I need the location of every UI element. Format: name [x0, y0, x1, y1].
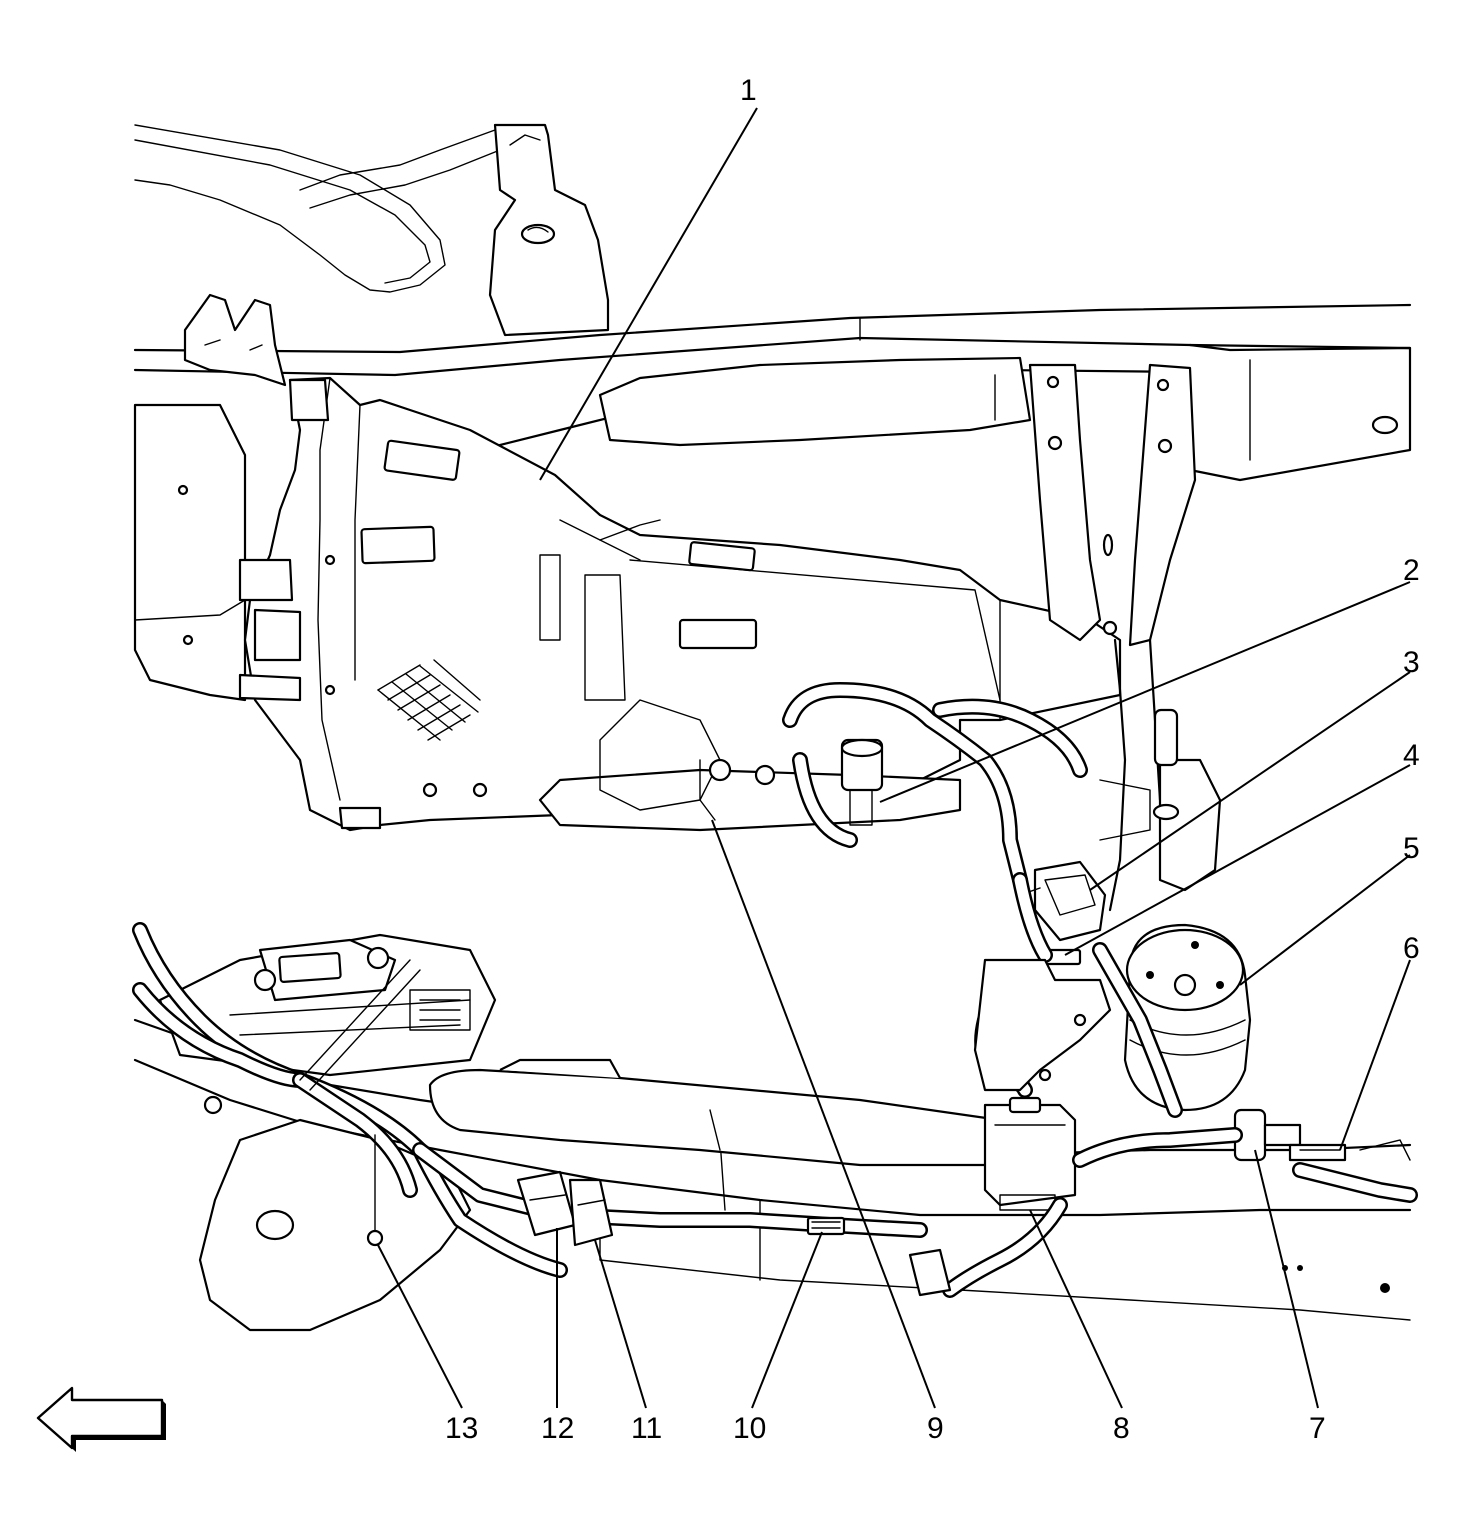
callout-9: 9 — [927, 1412, 944, 1445]
callout-6: 6 — [1403, 932, 1420, 965]
pipe-fitting-6 — [1288, 1143, 1347, 1162]
callout-11: 11 — [631, 1412, 662, 1445]
module-8 — [983, 1096, 1077, 1211]
callout-7: 7 — [1309, 1412, 1326, 1445]
ground-eyelet-13 — [366, 1134, 384, 1247]
transmission-connector — [840, 738, 884, 826]
left-lower-bracket — [198, 1095, 472, 1332]
linkage-grille — [377, 659, 481, 741]
callout-3: 3 — [1403, 646, 1420, 679]
transmission — [238, 376, 1122, 832]
right-lower-harness — [942, 1127, 1418, 1298]
transmission-harness — [559, 519, 1088, 888]
connector-12 — [516, 1170, 577, 1237]
crossmember-bracket — [488, 123, 610, 337]
callout-4: 4 — [1403, 739, 1420, 772]
callout-12: 12 — [541, 1412, 574, 1445]
left-mount-bracket — [183, 293, 287, 387]
right-crossmember — [1028, 363, 1222, 912]
leader-lines — [377, 107, 1411, 1409]
callout-2: 2 — [1403, 554, 1420, 587]
callout-1: 1 — [740, 74, 757, 107]
upper-body-panel — [134, 124, 501, 293]
callout-10: 10 — [733, 1412, 766, 1445]
right-lower-bracket — [973, 958, 1112, 1092]
callout-5: 5 — [1403, 832, 1420, 865]
left-body-section — [133, 403, 247, 702]
connector-11 — [568, 1178, 614, 1247]
callout-13: 13 — [445, 1412, 478, 1445]
callout-8: 8 — [1113, 1412, 1130, 1445]
exhaust-pipe — [428, 1058, 1022, 1167]
lower-clip — [908, 1248, 952, 1297]
connector-10 — [806, 1216, 846, 1236]
callout-labels: 1 2 3 4 5 6 7 8 9 10 11 12 13 — [445, 74, 1420, 1445]
lower-left-module — [158, 933, 497, 1077]
front-direction-arrow-icon — [36, 1386, 166, 1452]
